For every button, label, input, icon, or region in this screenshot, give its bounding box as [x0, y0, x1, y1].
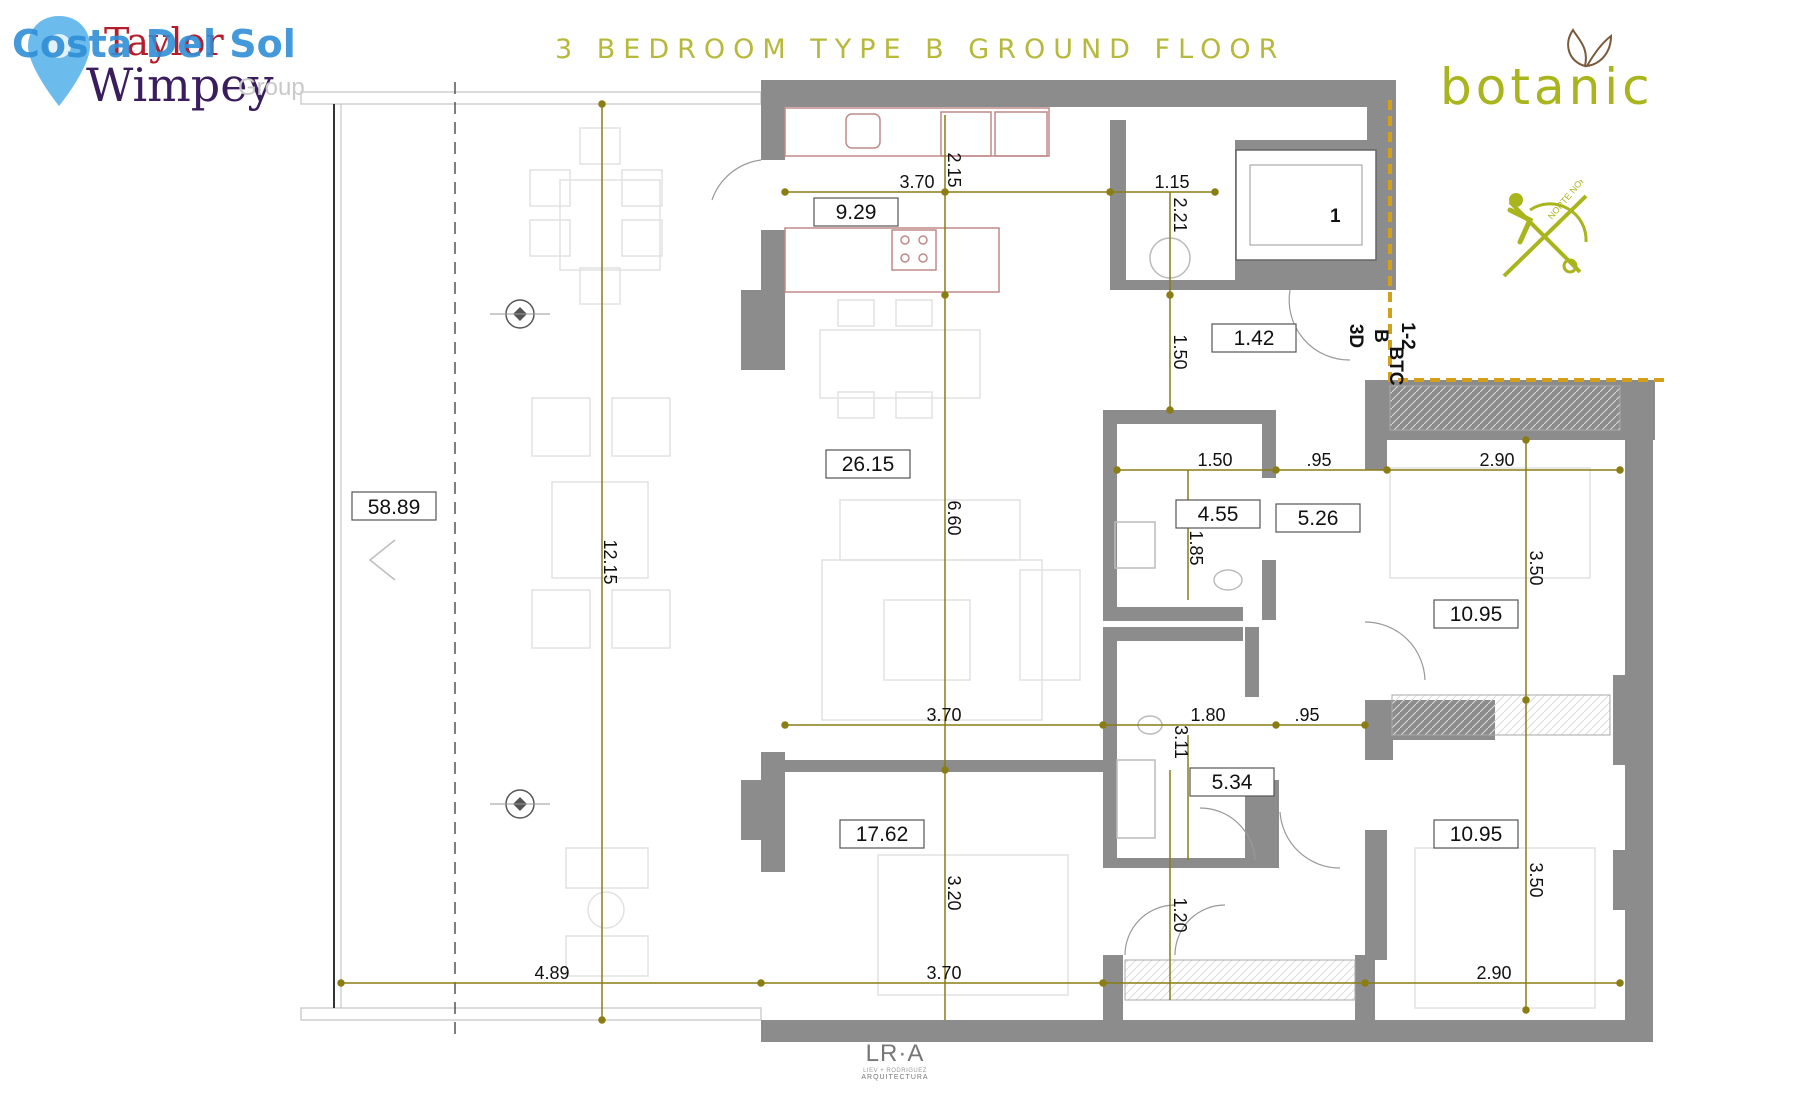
dim-bath1-width: 1.50 [1197, 450, 1232, 470]
area-bath-1b: 5.26 [1298, 507, 1339, 530]
wardrobe-lower [1124, 959, 1356, 1001]
dim-bath2-depth: 3.11 [1171, 725, 1191, 759]
stair-marker: 1 [1330, 206, 1341, 227]
watermark-costa: Costa Del Sol [12, 22, 296, 66]
dim-kitchen-depth: 2.15 [944, 152, 964, 187]
dim-bath2-width: 1.80 [1190, 705, 1225, 725]
watermark-group: Group [238, 74, 305, 101]
dim-corridor1-width: .95 [1306, 450, 1331, 470]
watermark: Taylor Costa Del Sol Wimpey Group [8, 12, 338, 122]
dim-bed-main-width: 3.70 [926, 963, 961, 983]
brand-logo: botanic [1440, 58, 1654, 116]
terrace [300, 82, 762, 1040]
bedroom-low-floor [1393, 740, 1613, 1020]
dim-bed-low-depth: 3.50 [1526, 862, 1546, 897]
area-living: 26.15 [842, 453, 895, 476]
area-bath-1a: 4.55 [1198, 503, 1239, 526]
unit-marker: 1-2 [1397, 322, 1418, 349]
dimension-lines [337, 100, 1624, 1024]
leaf-logo-icon [1567, 28, 1613, 68]
area-kitchen: 9.29 [836, 201, 877, 224]
markers: 1 1-2 B 3D BTC [1330, 206, 1418, 386]
bedroom-top-floor [1387, 440, 1613, 700]
dim-kitchen-width: 3.70 [899, 172, 934, 192]
dim-utility-width: 1.15 [1154, 172, 1189, 192]
walls [741, 80, 1655, 1042]
architect-line-2: ARQUITECTURA [861, 1074, 929, 1081]
dim-hall-depth: 1.50 [1170, 334, 1190, 369]
wardrobe [1391, 694, 1611, 736]
area-bedroom-main: 17.62 [856, 823, 909, 846]
light-fixture-icon [490, 299, 550, 329]
stair-inner [1249, 164, 1363, 246]
living-furniture [819, 299, 1081, 721]
dim-bed-top-width: 2.90 [1479, 450, 1514, 470]
dim-bath1-depth: 1.85 [1186, 530, 1206, 565]
area-bedroom-top: 10.95 [1450, 603, 1503, 626]
dim-hall2-depth: 1.20 [1170, 897, 1190, 932]
area-bath-2: 5.34 [1212, 771, 1253, 794]
watermark-taylor: Taylor [104, 20, 224, 64]
dim-bed-top-depth: 3.50 [1526, 550, 1546, 585]
north-arrow-icon: NORTE NORTH [1502, 180, 1596, 278]
dim-terrace-width: 4.89 [534, 963, 569, 983]
floors-marker: 3D [1345, 324, 1366, 348]
area-labels: 58.89 9.29 26.15 1.42 4.55 5.26 5.34 10.… [351, 197, 1519, 849]
watermark-wimpey: Wimpey [86, 58, 274, 112]
dim-terrace-depth: 12.15 [600, 539, 620, 584]
dim-living-width: 3.70 [926, 705, 961, 725]
area-terrace: 58.89 [368, 496, 421, 519]
dim-corridor2-width: .95 [1294, 705, 1319, 725]
area-bedroom-mid: 10.95 [1450, 823, 1503, 846]
light-fixture-icon [490, 789, 550, 819]
architect-line-1: LIEV + RODRIGUEZ [863, 1068, 927, 1074]
type-marker: B [1370, 329, 1391, 343]
plan-title: 3 BEDROOM TYPE B GROUND FLOOR [555, 34, 1286, 65]
dim-bed-low-width: 2.90 [1476, 963, 1511, 983]
dimension-labels: 3.70 2.15 1.15 2.21 1.50 6.60 12.15 1.50… [534, 152, 1546, 983]
dim-utility-depth: 2.21 [1170, 197, 1190, 232]
plot-boundary [1388, 100, 1670, 382]
dim-bed-main-depth: 3.20 [944, 875, 964, 910]
dim-living-depth: 6.60 [944, 500, 964, 535]
doors [711, 159, 1426, 956]
kitchen-units [784, 107, 1050, 293]
architect-mark: LR·A [865, 1040, 925, 1067]
btc-marker: BTC [1385, 346, 1406, 385]
area-hall: 1.42 [1234, 327, 1275, 350]
architect-logo: LR·A LIEV + RODRIGUEZ ARQUITECTURA [840, 1040, 950, 1081]
location-pin-icon [28, 16, 90, 106]
window-bay [1389, 385, 1621, 431]
